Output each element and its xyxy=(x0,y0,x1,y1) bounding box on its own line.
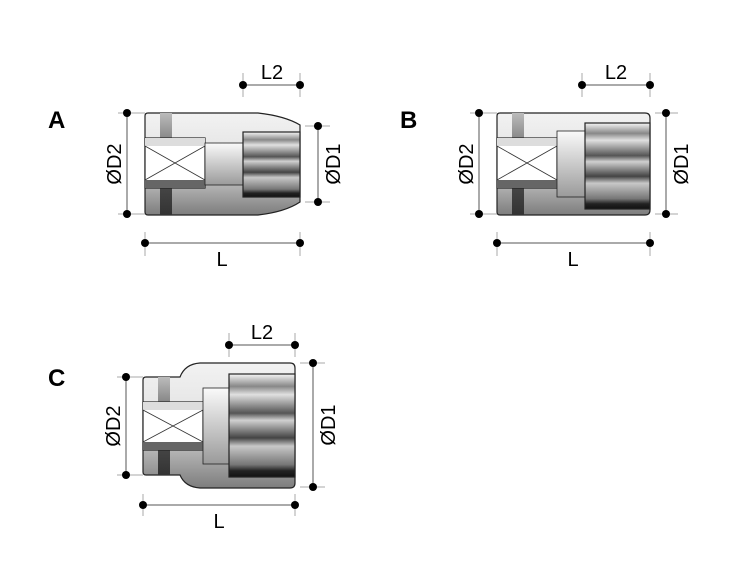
drive-cross xyxy=(496,145,558,181)
dimension-d2: ØD2 xyxy=(456,109,497,218)
dimension-l2: L2 xyxy=(225,322,299,357)
svg-text:L: L xyxy=(567,249,578,271)
dimension-l2: L2 xyxy=(578,62,654,97)
twelve-point-opening xyxy=(242,131,301,198)
svg-text:L: L xyxy=(216,249,227,271)
dimension-d2: ØD2 xyxy=(104,109,145,218)
svg-text:L2: L2 xyxy=(605,62,627,84)
variant-label: B xyxy=(400,107,417,134)
socket-body xyxy=(142,362,296,489)
dimension-l: L xyxy=(139,494,299,533)
dimension-l: L xyxy=(141,232,304,271)
variant-label: A xyxy=(48,107,65,134)
variant-label: C xyxy=(48,365,65,392)
variant-a: A ØD2 ØD1 L2 xyxy=(48,62,345,271)
svg-text:ØD1: ØD1 xyxy=(671,143,693,184)
dimension-d1: ØD1 xyxy=(300,359,340,491)
dimension-d2: ØD2 xyxy=(103,373,143,479)
svg-text:ØD2: ØD2 xyxy=(456,143,478,184)
svg-text:L2: L2 xyxy=(261,62,283,84)
dimension-d1: ØD1 xyxy=(305,122,345,206)
svg-text:L2: L2 xyxy=(251,322,273,344)
drive-cross xyxy=(142,409,204,443)
dimension-l2: L2 xyxy=(239,62,304,97)
twelve-point-opening xyxy=(584,122,651,210)
socket-body xyxy=(144,112,301,216)
svg-text:L: L xyxy=(213,511,224,533)
dimension-d1: ØD1 xyxy=(655,109,693,218)
svg-text:ØD2: ØD2 xyxy=(103,405,125,446)
drive-cross xyxy=(144,145,206,181)
variant-c: C ØD2 ØD1 L2 xyxy=(48,322,340,533)
variant-b: B ØD2 ØD1 L2 xyxy=(400,62,693,271)
twelve-point-opening xyxy=(228,373,296,478)
socket-body xyxy=(496,112,651,216)
dimension-l: L xyxy=(493,232,654,271)
svg-text:ØD2: ØD2 xyxy=(104,143,126,184)
svg-text:ØD1: ØD1 xyxy=(323,143,345,184)
svg-text:ØD1: ØD1 xyxy=(318,404,340,445)
